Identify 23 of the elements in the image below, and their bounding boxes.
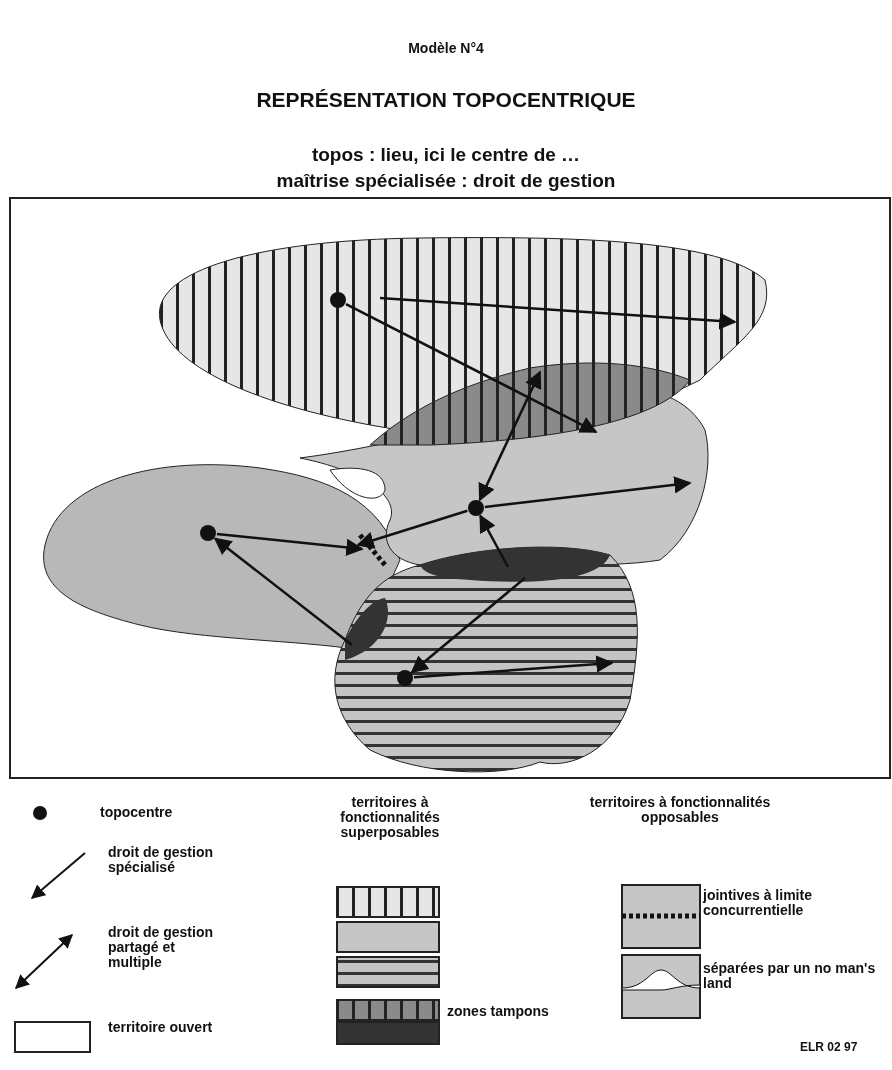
arrow [484, 476, 692, 509]
legend-label: jointives à limite concurrentielle [703, 888, 813, 918]
arrow [345, 303, 598, 434]
subtitle: maîtrise spécialisée : droit de gestion [275, 170, 617, 192]
legend-label: zones tampons [447, 1004, 550, 1019]
legend-label: droit de gestion spécialisé [108, 845, 214, 875]
title: REPRÉSENTATION TOPOCENTRIQUE [255, 88, 637, 112]
arrow [479, 514, 510, 568]
model-number: Modèle N°4 [407, 40, 485, 56]
legend-heading: territoires à fonctionnalités opposables [588, 795, 772, 825]
arrow [413, 655, 614, 679]
reference-code: ELR 02 97 [800, 1040, 858, 1055]
subtitle: topos : lieu, ici le centre de … [310, 144, 582, 166]
legend-label: territoire ouvert [108, 1020, 214, 1035]
legend-label: droit de gestion partagé et multiple [108, 925, 214, 970]
legend-label: séparées par un no man's land [703, 961, 877, 991]
arrow [410, 577, 526, 674]
arrow [478, 370, 542, 502]
arrow [216, 532, 364, 557]
arrow [213, 537, 353, 646]
legend-heading: territoires à fonctionnalités superposables [339, 795, 441, 840]
legend-label: topocentre [100, 805, 174, 820]
arrow [356, 509, 468, 549]
